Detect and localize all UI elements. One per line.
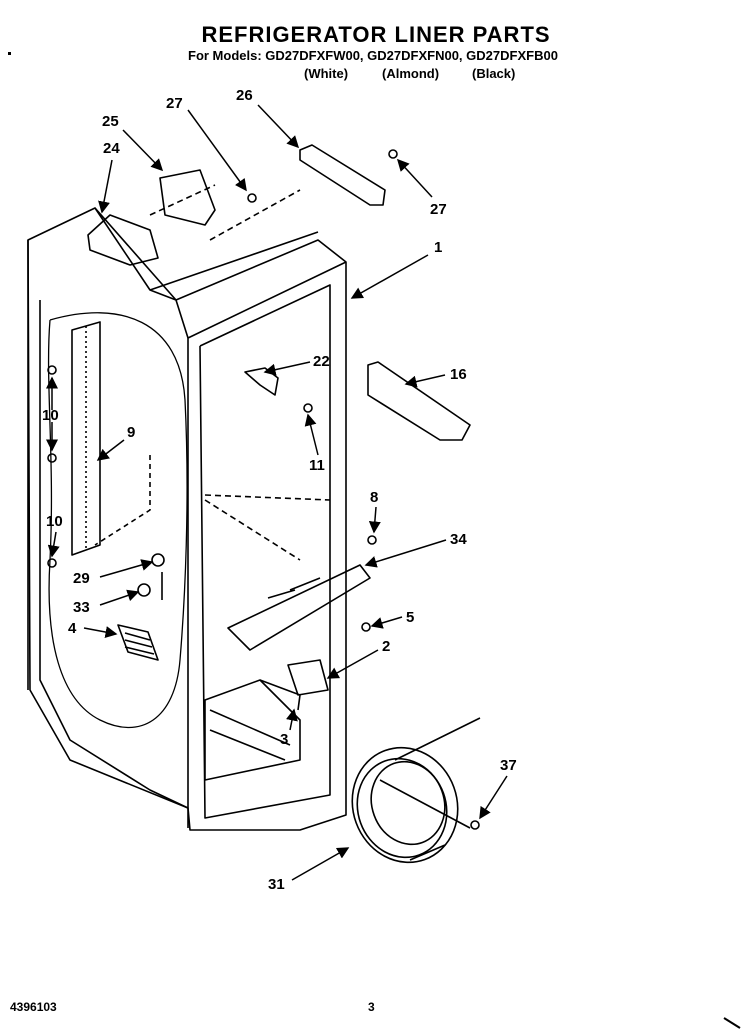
screw-37 (470, 820, 480, 830)
screw-10-upper (47, 365, 57, 375)
leader-22 (263, 361, 311, 376)
part-34-shelf (227, 564, 371, 651)
part-2-bracket (287, 659, 329, 696)
leader-4 (83, 626, 118, 638)
leader-34 (364, 539, 447, 568)
leader-9 (96, 439, 125, 461)
model-white: GD27DFXFW00, (265, 48, 364, 63)
callout-11: 11 (309, 457, 325, 474)
leader-27-upper (187, 109, 247, 192)
liner-front-frame (187, 261, 347, 828)
leader-10-c (47, 531, 60, 558)
liner-outer-shell (27, 207, 347, 831)
leader-25 (122, 129, 164, 172)
color-white: (White) (304, 66, 349, 81)
part-9-strip (71, 321, 101, 556)
callout-24: 24 (103, 140, 120, 157)
part-16-rail (367, 361, 471, 441)
screw-27-right (388, 149, 398, 159)
callout-9: 9 (127, 424, 135, 441)
part-22-bracket (244, 367, 279, 396)
leader-33 (99, 589, 140, 606)
screw-11 (303, 403, 313, 413)
leader-24 (98, 159, 113, 214)
leader-5 (370, 616, 403, 629)
part-24-housing (87, 214, 159, 266)
leader-3 (286, 708, 298, 731)
leader-37 (479, 775, 508, 820)
wire-harness (47, 312, 188, 729)
screw-8 (367, 535, 377, 545)
callout-4: 4 (68, 620, 77, 637)
callout-8: 8 (370, 489, 378, 506)
doc-number: 4396103 (10, 1000, 57, 1014)
part-33-bulb (137, 583, 151, 597)
models-prefix: For Models: (188, 48, 262, 63)
callout-29: 29 (73, 570, 90, 587)
leader-1 (350, 254, 429, 299)
screw-27-upper (247, 193, 257, 203)
callout-16: 16 (450, 366, 467, 383)
model-black: GD27DFXFB00 (466, 48, 558, 63)
callout-37: 37 (500, 757, 517, 774)
part-29-socket (151, 553, 165, 567)
callout-2: 2 (382, 638, 390, 655)
liner-shelf-line-2 (204, 499, 301, 561)
models-line: For Models: GD27DFXFW00, GD27DFXFN00, GD… (188, 48, 558, 63)
callout-10-upper: 10 (42, 407, 59, 424)
callout-26: 26 (236, 87, 253, 104)
screw-10-lower (47, 558, 57, 568)
liner-bottom-detail (209, 709, 291, 761)
leader-29 (99, 559, 154, 578)
model-almond: GD27DFXFN00, (367, 48, 463, 63)
screw-5 (361, 622, 371, 632)
part-4-grille (117, 624, 159, 661)
screw-10-middle (47, 453, 57, 463)
leader-8 (368, 506, 381, 534)
page-number: 3 (368, 1000, 375, 1014)
callout-31: 31 (268, 876, 285, 893)
color-almond: (Almond) (382, 66, 440, 81)
leader-2 (326, 649, 379, 679)
callout-5: 5 (406, 609, 414, 626)
leader-27-right (396, 158, 433, 198)
liner-bottom-compartment (204, 679, 301, 781)
part-26-bracket (299, 144, 386, 206)
callout-27-upper: 27 (166, 95, 183, 112)
callout-25: 25 (102, 113, 119, 130)
color-black: (Black) (472, 66, 516, 81)
leader-31 (291, 847, 350, 881)
callout-10-lower: 10 (46, 513, 63, 530)
callout-22: 22 (313, 353, 330, 370)
liner-top-panel (94, 207, 319, 339)
callout-1: 1 (434, 239, 442, 256)
callout-3: 3 (280, 731, 288, 748)
leader-16 (404, 374, 446, 388)
callout-34: 34 (450, 531, 467, 548)
callout-33: 33 (73, 599, 90, 616)
liner-shelf-line-1 (204, 494, 331, 501)
leader-26 (257, 104, 300, 149)
leader-11 (304, 413, 319, 456)
part-31-tubing-coil (351, 746, 459, 864)
diagram-title: REFRIGERATOR LINER PARTS (201, 22, 551, 47)
part-3-bracket (259, 679, 301, 711)
liner-side-panel (27, 240, 189, 809)
callout-27-right: 27 (430, 201, 447, 218)
